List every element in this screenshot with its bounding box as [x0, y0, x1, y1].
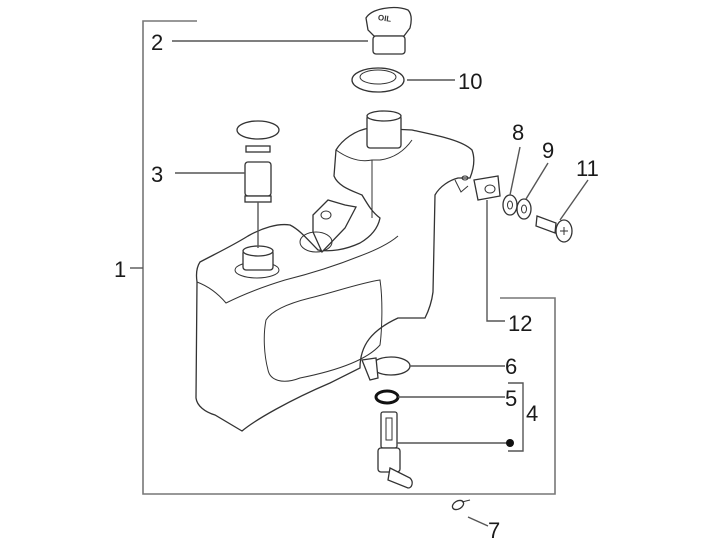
- assembly-frame-1: [142, 20, 556, 495]
- hose-clamp: [361, 356, 411, 381]
- callout-6: 6: [505, 354, 517, 379]
- callout-4: 4: [526, 401, 538, 426]
- fitting-dot: [506, 439, 514, 447]
- callout-11: 11: [576, 156, 599, 181]
- callout-1: 1: [114, 257, 126, 282]
- callout-2: 2: [151, 30, 163, 55]
- tank-body: [195, 110, 475, 432]
- callout-8: 8: [512, 120, 524, 145]
- screw: [535, 215, 573, 243]
- o-ring: [374, 389, 400, 405]
- filler-seal: [351, 67, 405, 93]
- callout-10: 10: [458, 69, 482, 94]
- callout-9: 9: [542, 138, 554, 163]
- bracket-nut: [473, 175, 501, 201]
- filler-cap: OIL: [365, 7, 412, 55]
- spring-clip: [451, 499, 471, 511]
- cap-marking: OIL: [377, 13, 392, 24]
- callout-12: 12: [508, 311, 532, 336]
- callout-3: 3: [151, 162, 163, 187]
- leader-lines: [130, 40, 589, 527]
- callout-5: 5: [505, 386, 517, 411]
- gauge-plug: [236, 120, 280, 248]
- outlet-fitting: [377, 411, 413, 489]
- washer-9: [516, 198, 532, 220]
- callout-labels: 1 2 3 4 5 6 7 8 9 10 11 12: [114, 30, 599, 541]
- washer-8: [502, 194, 518, 216]
- callout-7: 7: [488, 518, 500, 541]
